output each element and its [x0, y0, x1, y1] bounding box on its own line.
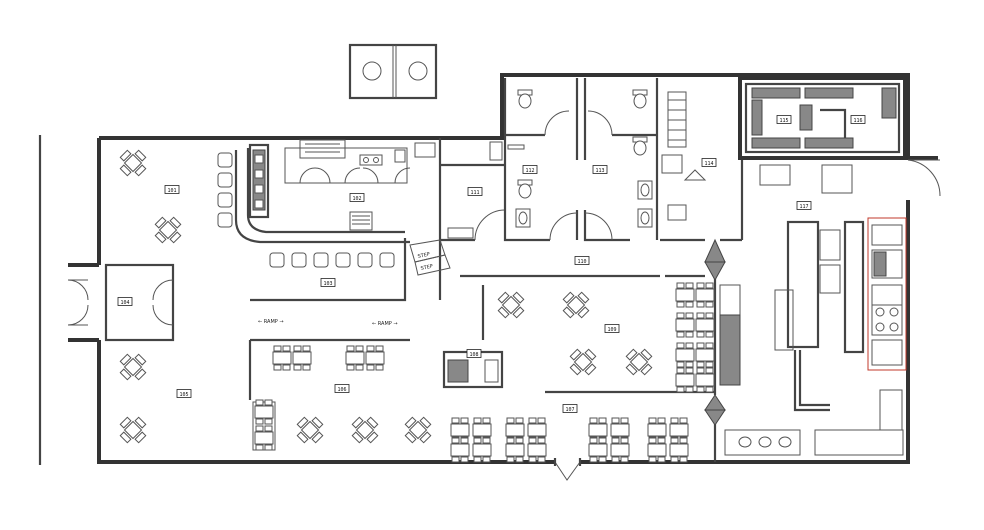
room-tag-108: 108: [466, 349, 482, 358]
room-tag-105: 105: [176, 389, 192, 398]
step-label-lower: STEP: [420, 264, 433, 272]
room-tag-111: 111: [467, 187, 483, 196]
room-tag-112: 112: [522, 165, 538, 174]
exterior-walls: [68, 73, 938, 464]
room-tag-110: 110: [574, 256, 590, 265]
room-tag-box: [320, 278, 336, 287]
room-tag-box: [850, 115, 866, 124]
room-number: 101: [167, 188, 176, 194]
room-tag-117: 117: [796, 201, 812, 210]
room-tag-box: [164, 185, 180, 194]
bar-stools-front: [269, 252, 395, 268]
room-tag-box: [117, 297, 133, 306]
room-number: 111: [470, 190, 479, 196]
room-tag-box: [562, 404, 578, 413]
room-tag-113: 113: [592, 165, 608, 174]
entry-vestibule: [67, 263, 175, 342]
room-number: 113: [595, 168, 604, 174]
room-number: 105: [179, 392, 188, 398]
dining-106-tables: [252, 345, 436, 451]
room-tag-box: [466, 349, 482, 358]
room-number: 112: [525, 168, 534, 174]
restrooms: [503, 78, 659, 242]
room-tag-101: 101: [164, 185, 180, 194]
room-tag-box: [522, 165, 538, 174]
exterior-equipment: [348, 43, 438, 100]
dining-101-tables: [115, 145, 187, 249]
ramp-walls: [248, 238, 451, 400]
room-tag-box: [604, 324, 620, 333]
room-tag-109: 109: [604, 324, 620, 333]
room-tag-116: 116: [850, 115, 866, 124]
room-tag-box: [467, 187, 483, 196]
room-number: 114: [704, 161, 713, 167]
room-tag-box: [574, 256, 590, 265]
room-number: 103: [323, 281, 332, 287]
room-tag-102: 102: [349, 193, 365, 202]
front-door: [553, 458, 582, 481]
room-tag-box: [334, 384, 350, 393]
room-number: 104: [120, 300, 129, 306]
dining-109-tables: [481, 282, 715, 394]
room-tag-114: 114: [701, 158, 717, 167]
room-tag-box: [776, 115, 792, 124]
room-114: [661, 91, 707, 221]
room-tag-107: 107: [562, 404, 578, 413]
room-number: 102: [352, 196, 361, 202]
room-number: 109: [607, 327, 616, 333]
room-tags: 101 102 103 104 105 106 107 108 109 110 111 112 113 1…: [117, 115, 866, 413]
room-number: 108: [469, 352, 478, 358]
room-number: 106: [337, 387, 346, 393]
room-number: 116: [853, 118, 862, 124]
room-number: 115: [779, 118, 788, 124]
room-108-host: [442, 350, 504, 389]
step-label-upper: STEP: [417, 252, 430, 260]
room-tag-106: 106: [334, 384, 350, 393]
room-tag-box: [592, 165, 608, 174]
dining-107-booths: [450, 417, 689, 463]
ramp-label-left: ← RAMP →: [258, 319, 284, 325]
bar-area: [234, 139, 436, 244]
rear-door: [907, 159, 941, 197]
room-tag-104: 104: [117, 297, 133, 306]
kitchen-partition: [704, 238, 726, 462]
room-number: 107: [565, 407, 574, 413]
room-tag-box: [349, 193, 365, 202]
room-number: 110: [577, 259, 586, 265]
room-tag-box: [701, 158, 717, 167]
ramp-label-right: ← RAMP →: [372, 321, 398, 327]
room-tag-103: 103: [320, 278, 336, 287]
room-tag-box: [176, 389, 192, 398]
room-number: 117: [799, 204, 808, 210]
corridor-walls: [460, 160, 744, 278]
room-tag-box: [796, 201, 812, 210]
bar-stools-left: [217, 152, 233, 228]
walk-in-coolers: [738, 76, 907, 160]
dining-105-tables: [115, 349, 152, 449]
room-tag-115: 115: [776, 115, 792, 124]
kitchen: [719, 164, 907, 456]
